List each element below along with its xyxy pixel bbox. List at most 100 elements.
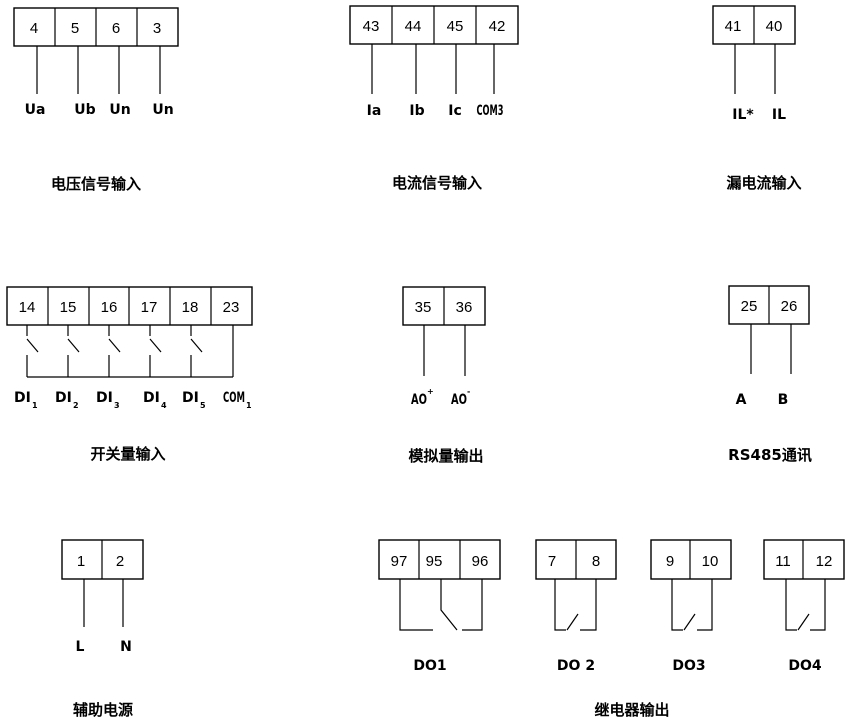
terminal-3: 3 [153, 20, 161, 37]
relay-output-section: 97 95 96 DO1 7 8 DO 2 9 10 [378, 539, 845, 719]
wire-95-contact [440, 579, 458, 631]
terminal-43: 43 [363, 18, 380, 35]
svg-text:-: - [467, 387, 470, 396]
leakage-input-section: 41 40 IL* IL 漏电流输入 [712, 5, 802, 192]
signal-un-1: Un [109, 102, 130, 118]
signal-il: IL [772, 107, 786, 123]
relay-do2: 7 8 DO 2 [535, 539, 617, 674]
terminal-44: 44 [405, 18, 422, 35]
switch-input-title: 开关量输入 [90, 445, 165, 463]
signal-com3: COM3 [477, 103, 504, 119]
svg-text:AO: AO [411, 392, 427, 408]
terminal-95: 95 [426, 553, 443, 570]
terminal-10: 10 [702, 553, 719, 570]
terminal-8: 8 [592, 553, 600, 570]
label-do1: DO1 [413, 658, 446, 674]
label-do2: DO 2 [557, 658, 595, 674]
switch-terminal-block: 14 15 16 17 18 23 [6, 286, 253, 326]
signal-n: N [120, 639, 132, 655]
wire-97 [399, 579, 433, 631]
switch-contact-di1 [26, 325, 39, 377]
terminal-1: 1 [77, 553, 85, 570]
svg-text:DI: DI [14, 390, 31, 406]
svg-text:COM: COM [223, 390, 245, 406]
label-do3: DO3 [672, 658, 705, 674]
svg-text:AO: AO [451, 392, 467, 408]
terminal-36: 36 [456, 299, 473, 316]
signal-ua: Ua [25, 102, 46, 118]
relay-do4: 11 12 DO4 [763, 539, 845, 674]
rs485-title: RS485通讯 [728, 446, 812, 464]
terminal-block-frame [650, 539, 732, 580]
current-input-title: 电流信号输入 [392, 174, 482, 192]
svg-text:+: + [427, 387, 434, 396]
signal-il-star: IL* [732, 107, 754, 123]
svg-text:DI: DI [55, 390, 72, 406]
switch-contact-di3 [108, 325, 121, 377]
relay-contact-do4 [797, 613, 810, 631]
svg-text:2: 2 [73, 401, 79, 410]
wire-11 [785, 579, 797, 631]
terminal-11: 11 [775, 553, 791, 570]
rs485-terminal-block: 25 26 [728, 285, 810, 325]
signal-di1: DI 1 [14, 390, 38, 410]
svg-text:5: 5 [200, 401, 206, 410]
voltage-input-section: 4 5 6 3 Ua Ub Un Un 电压信号输入 [13, 7, 179, 193]
terminal-42: 42 [489, 18, 506, 35]
terminal-2: 2 [116, 553, 124, 570]
terminal-4: 4 [30, 20, 38, 37]
signal-di5: DI 5 [182, 390, 206, 410]
svg-text:4: 4 [161, 401, 167, 410]
signal-di2: DI 2 [55, 390, 79, 410]
terminal-25: 25 [741, 298, 758, 315]
svg-text:1: 1 [246, 401, 252, 410]
switch-contact-di4 [149, 325, 162, 377]
terminal-96: 96 [472, 553, 489, 570]
wire-9 [671, 579, 683, 631]
terminal-26: 26 [781, 298, 798, 315]
leakage-input-title: 漏电流输入 [726, 174, 801, 192]
signal-di3: DI 3 [96, 390, 120, 410]
wire-7 [554, 579, 566, 631]
leakage-terminal-block: 41 40 [712, 5, 796, 45]
signal-b: B [778, 392, 789, 408]
aux-power-section: 1 2 L N 辅助电源 [61, 539, 144, 719]
analog-output-section: 35 36 AO + AO - 模拟量输出 [402, 286, 486, 465]
terminal-18: 18 [182, 299, 199, 316]
signal-di4: DI 4 [143, 390, 167, 410]
terminal-14: 14 [19, 299, 36, 316]
label-do4: DO4 [788, 658, 822, 674]
terminal-45: 45 [447, 18, 464, 35]
svg-text:DI: DI [96, 390, 113, 406]
terminal-23: 23 [223, 299, 240, 316]
signal-ib: Ib [409, 103, 424, 119]
relay-output-title: 继电器输出 [594, 701, 669, 719]
wire-8 [580, 579, 597, 631]
terminal-5: 5 [71, 20, 79, 37]
svg-text:3: 3 [114, 401, 120, 410]
analog-output-title: 模拟量输出 [408, 447, 483, 465]
terminal-16: 16 [101, 299, 118, 316]
current-input-section: 43 44 45 42 Ia Ib Ic COM3 电流信号输入 [349, 5, 519, 192]
wire-96 [462, 579, 483, 631]
svg-text:DI: DI [143, 390, 160, 406]
rs485-section: 25 26 A B RS485通讯 [728, 285, 812, 464]
terminal-41: 41 [725, 18, 742, 35]
terminal-35: 35 [415, 299, 432, 316]
current-terminal-block: 43 44 45 42 [349, 5, 519, 45]
signal-ao-minus: AO - [451, 387, 470, 408]
terminal-12: 12 [816, 553, 833, 570]
terminal-15: 15 [60, 299, 77, 316]
terminal-97: 97 [391, 553, 408, 570]
signal-com1: COM 1 [223, 390, 252, 410]
terminal-6: 6 [112, 20, 120, 37]
signal-un-2: Un [152, 102, 173, 118]
svg-text:1: 1 [32, 401, 38, 410]
terminal-9: 9 [666, 553, 674, 570]
switch-contact-di5 [190, 325, 203, 377]
signal-ic: Ic [448, 103, 462, 119]
aux-power-terminal-block: 1 2 [61, 539, 144, 580]
analog-terminal-block: 35 36 [402, 286, 486, 326]
switch-contact-di2 [67, 325, 80, 377]
relay-do1: 97 95 96 DO1 [378, 539, 501, 674]
